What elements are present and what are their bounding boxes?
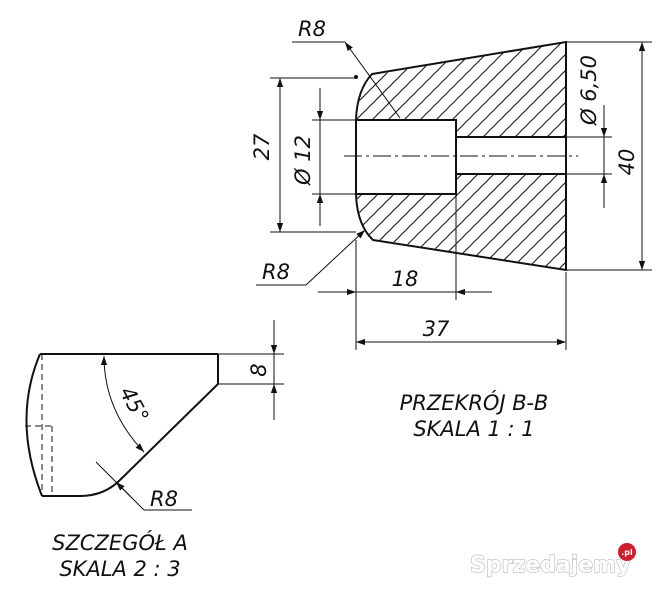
dim-27-label: 27 [250,133,274,160]
dim-40-label: 40 [615,149,639,176]
dim-angle-45: 45° [100,355,154,453]
dim-dia-6-50-label: Ø 6,50 [577,55,601,126]
hatch-line [479,42,566,270]
hatch-line [356,42,397,270]
dim-18-label: 18 [392,267,419,291]
hatch-line [511,42,566,270]
dim-r8-detail: R8 [95,461,192,511]
detail-chamfer [119,383,219,481]
detail-break-line [25,353,43,497]
dim-r8-top: R8 [292,17,401,119]
hatch-line [559,42,566,270]
watermark: Sprzedajemy .pl [469,543,636,579]
dim-r8-bottom-label: R8 [262,260,290,284]
hatch-line [356,42,381,270]
hatch-line [356,42,365,270]
dim-r8-bottom: R8 [256,229,366,286]
dim-8-label: 8 [247,363,271,376]
dim-dia-12-label: Ø 12 [291,135,315,186]
hatch-line [447,42,566,270]
dim-dia-12: Ø 12 [291,88,356,226]
hatch-line [431,42,566,270]
dim-37: 37 [355,272,567,350]
dim-r8-detail-label: R8 [150,487,178,511]
dim-37-label: 37 [423,317,450,341]
watermark-suffix: .pl [621,548,633,557]
section-title: PRZEKRÓJ B-B [400,390,549,415]
watermark-text: Sprzedajemy [470,553,631,578]
hatch-line [415,42,566,270]
hatch-line [32,0,332,300]
section-scale: SKALA 1 : 1 [413,417,534,441]
dim-18: 18 [318,194,492,300]
detail-view: 8 45° R8 SZCZEGÓŁ A SKALA 2 : 3 [25,320,284,581]
dim-40: 40 [566,41,652,271]
dim-dia-6-50: Ø 6,50 [566,55,612,208]
dim-8: 8 [218,320,284,420]
detail-title: SZCZEGÓŁ A [52,530,188,555]
dim-r8-top-label: R8 [298,17,326,41]
dim-27: 27 [250,77,356,233]
bore-cavity [356,120,456,194]
hatch-line [463,42,566,270]
watermark-badge [618,543,636,561]
section-view: 27 Ø 12 Ø 6,50 40 [32,0,652,441]
detail-scale: SKALA 2 : 3 [59,557,180,581]
hatch-line [495,42,566,270]
